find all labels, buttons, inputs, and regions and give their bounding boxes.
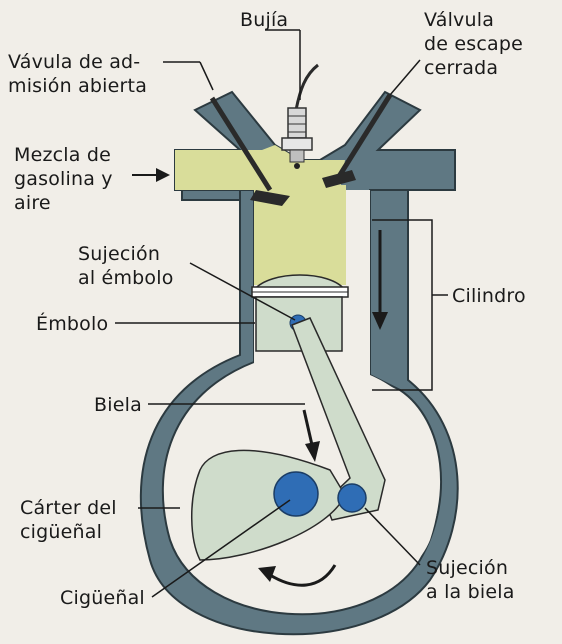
crankshaft bbox=[191, 449, 367, 561]
label-mezcla-line3: aire bbox=[14, 192, 51, 214]
label-carter-line2: cigüeñal bbox=[20, 521, 103, 543]
crankcase bbox=[139, 189, 459, 636]
label-sujecion-embolo-line2: al émbolo bbox=[78, 267, 174, 289]
label-valvula-escape-line1: Válvula bbox=[424, 9, 495, 31]
spark-plug bbox=[281, 63, 319, 169]
connecting-rod bbox=[291, 317, 386, 521]
leader-lines bbox=[115, 29, 421, 598]
intake-valve bbox=[209, 96, 290, 206]
label-cilindro-text: Cilindro bbox=[452, 285, 526, 307]
label-sujecion-biela-line2: a la biela bbox=[426, 581, 515, 603]
label-biela-text: Biela bbox=[94, 394, 142, 416]
label-sujecion-embolo: Sujeción al émbolo bbox=[78, 242, 174, 290]
cylinder-bracket bbox=[372, 219, 448, 391]
label-carter: Cárter del cigüeñal bbox=[20, 496, 117, 544]
label-cilindro: Cilindro bbox=[452, 284, 526, 308]
label-embolo: Émbolo bbox=[36, 312, 108, 336]
label-ciguenal-text: Cigüeñal bbox=[60, 587, 145, 609]
exhaust-valve bbox=[322, 93, 393, 188]
label-valvula-admision-line2: misión abierta bbox=[8, 75, 148, 97]
label-valvula-admision-line1: Vávula de ad- bbox=[8, 51, 141, 73]
fuel-mixture bbox=[175, 145, 346, 285]
label-valvula-admision: Vávula de ad- misión abierta bbox=[8, 50, 147, 98]
label-sujecion-embolo-line1: Sujeción bbox=[78, 243, 161, 265]
label-sujecion-biela-line1: Sujeción bbox=[426, 557, 509, 579]
label-ciguenal: Cigüeñal bbox=[60, 586, 145, 610]
label-valvula-escape-line3: cerrada bbox=[424, 57, 499, 79]
arrows bbox=[132, 168, 388, 587]
label-mezcla: Mezcla de gasolina y aire bbox=[14, 143, 113, 215]
label-valvula-escape: Válvula de escape cerrada bbox=[424, 8, 523, 80]
label-bujia: Bujía bbox=[240, 8, 288, 32]
label-embolo-text: Émbolo bbox=[36, 313, 109, 335]
label-valvula-escape-line2: de escape bbox=[424, 33, 524, 55]
label-mezcla-line1: Mezcla de bbox=[14, 144, 112, 166]
label-biela: Biela bbox=[94, 393, 142, 417]
label-carter-line1: Cárter del bbox=[20, 497, 117, 519]
label-sujecion-biela: Sujeción a la biela bbox=[426, 556, 515, 604]
label-mezcla-line2: gasolina y bbox=[14, 168, 113, 190]
label-bujia-text: Bujía bbox=[240, 9, 289, 31]
